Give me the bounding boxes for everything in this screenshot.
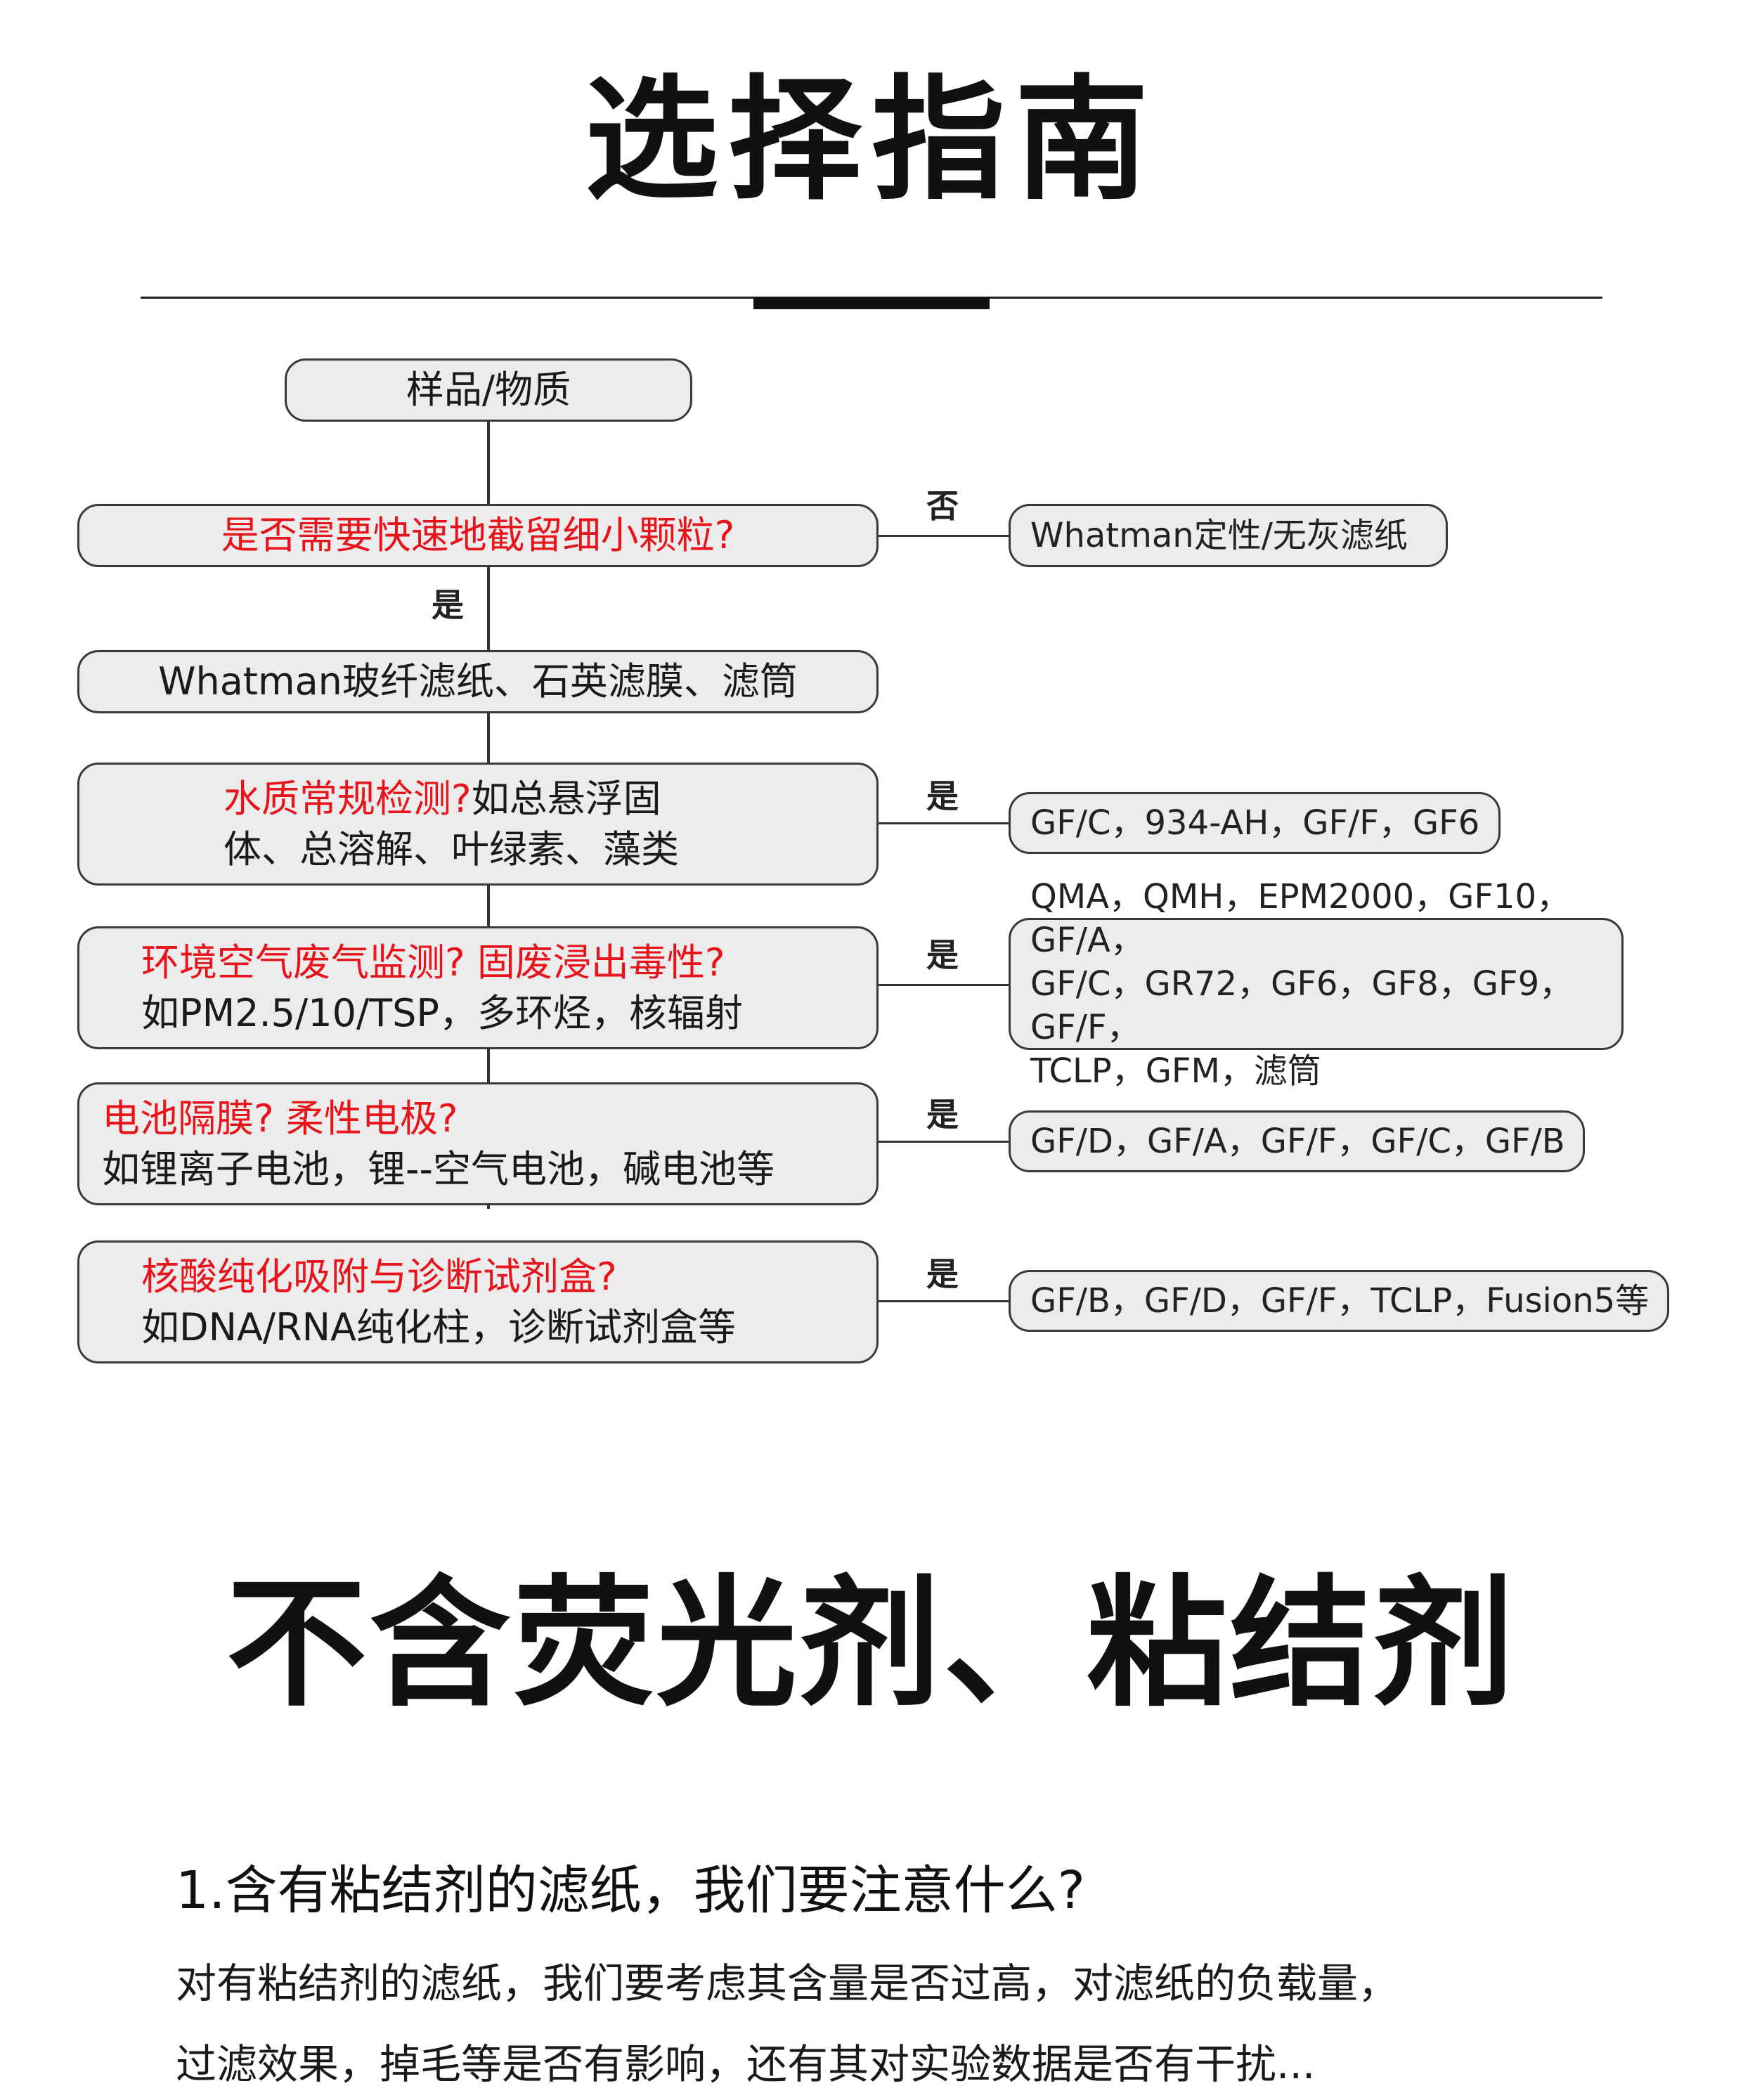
flow-connector-no <box>879 535 1009 537</box>
page-title: 选择指南 <box>584 63 1158 218</box>
branch-detail: 如锂离子电池，锂--空气电池，碱电池等 <box>102 1146 775 1191</box>
flow-result-battery: GF/D，GF/A，GF/F，GF/C，GF/B <box>1009 1110 1585 1172</box>
flow-root-label: 样品/物质 <box>406 368 571 412</box>
flow-branch-air: 环境空气废气监测? 固废浸出毒性? 如PM2.5/10/TSP，多环烃，核辐射 <box>77 926 879 1049</box>
flow-connector-yes <box>879 984 1009 986</box>
flow-result-qualitative-paper: Whatman定性/无灰滤纸 <box>1009 504 1448 567</box>
flow-result-line: TCLP，GFM，滤筒 <box>1030 1051 1321 1091</box>
flow-yes-label: 是 <box>926 1096 959 1134</box>
flow-result-label: Whatman定性/无灰滤纸 <box>1030 516 1408 555</box>
flow-main-category-label: Whatman玻纤滤纸、石英滤膜、滤筒 <box>158 659 798 704</box>
branch-question: 电池隔膜? 柔性电极? <box>102 1096 458 1141</box>
flow-result-label: GF/C，934-AH，GF/F，GF6 <box>1030 803 1480 843</box>
flow-question-fine-particles: 是否需要快速地截留细小颗粒? <box>77 504 879 567</box>
flow-connector-yes <box>879 1141 1009 1143</box>
flow-result-line: GF/C，GR72，GF6，GF8，GF9，GF/F， <box>1030 964 1574 1047</box>
flow-root-node: 样品/物质 <box>285 358 692 422</box>
flow-question-label: 是否需要快速地截留细小颗粒? <box>221 513 735 557</box>
flow-main-category-node: Whatman玻纤滤纸、石英滤膜、滤筒 <box>77 650 879 713</box>
flow-yes-label: 是 <box>432 586 464 624</box>
faq-answer-line: 对有粘结剂的滤纸，我们要考虑其含量是否过高，对滤纸的负载量， <box>176 1959 1399 2007</box>
flow-result-label: GF/B，GF/D，GF/F，TCLP，Fusion5等 <box>1030 1281 1650 1321</box>
flow-no-label: 否 <box>926 487 959 525</box>
branch-detail: 如PM2.5/10/TSP，多环烃，核辐射 <box>141 990 743 1035</box>
branch-detail-line2: 体、总溶解、叶绿素、藻类 <box>223 827 679 871</box>
flow-result-water: GF/C，934-AH，GF/F，GF6 <box>1009 792 1501 854</box>
flow-branch-water: 水质常规检测?如总悬浮固 体、总溶解、叶绿素、藻类 <box>77 763 879 886</box>
flow-branch-battery: 电池隔膜? 柔性电极? 如锂离子电池，锂--空气电池，碱电池等 <box>77 1082 879 1205</box>
branch-question: 核酸纯化吸附与诊断试剂盒? <box>141 1254 617 1299</box>
flow-connector-yes <box>879 1300 1009 1302</box>
section-title: 不含荧光剂、粘结剂 <box>226 1562 1517 1726</box>
flow-result-line: QMA，QMH，EPM2000，GF10，GF/A， <box>1030 877 1571 960</box>
branch-question: 水质常规检测? <box>223 776 472 821</box>
flow-result-nucleic-acid: GF/B，GF/D，GF/F，TCLP，Fusion5等 <box>1009 1270 1669 1332</box>
flow-yes-label: 是 <box>926 1255 959 1293</box>
faq-answer-line: 过滤效果，掉毛等是否有影响，还有其对实验数据是否有干扰... <box>176 2040 1316 2088</box>
flow-result-air: QMA，QMH，EPM2000，GF10，GF/A， GF/C，GR72，GF6… <box>1009 877 1624 1091</box>
flow-yes-label: 是 <box>926 936 959 974</box>
flow-result-label: GF/D，GF/A，GF/F，GF/C，GF/B <box>1030 1122 1565 1161</box>
flow-branch-nucleic-acid: 核酸纯化吸附与诊断试剂盒? 如DNA/RNA纯化柱，诊断试剂盒等 <box>77 1240 879 1363</box>
title-divider-accent <box>753 297 990 309</box>
branch-detail: 如DNA/RNA纯化柱，诊断试剂盒等 <box>141 1304 736 1349</box>
branch-detail: 如总悬浮固 <box>471 776 661 821</box>
flow-yes-label: 是 <box>926 777 959 815</box>
branch-question: 环境空气废气监测? 固废浸出毒性? <box>141 940 725 985</box>
faq-question: 1.含有粘结剂的滤纸，我们要注意什么? <box>176 1860 1085 1921</box>
flow-connector-yes <box>879 822 1009 824</box>
